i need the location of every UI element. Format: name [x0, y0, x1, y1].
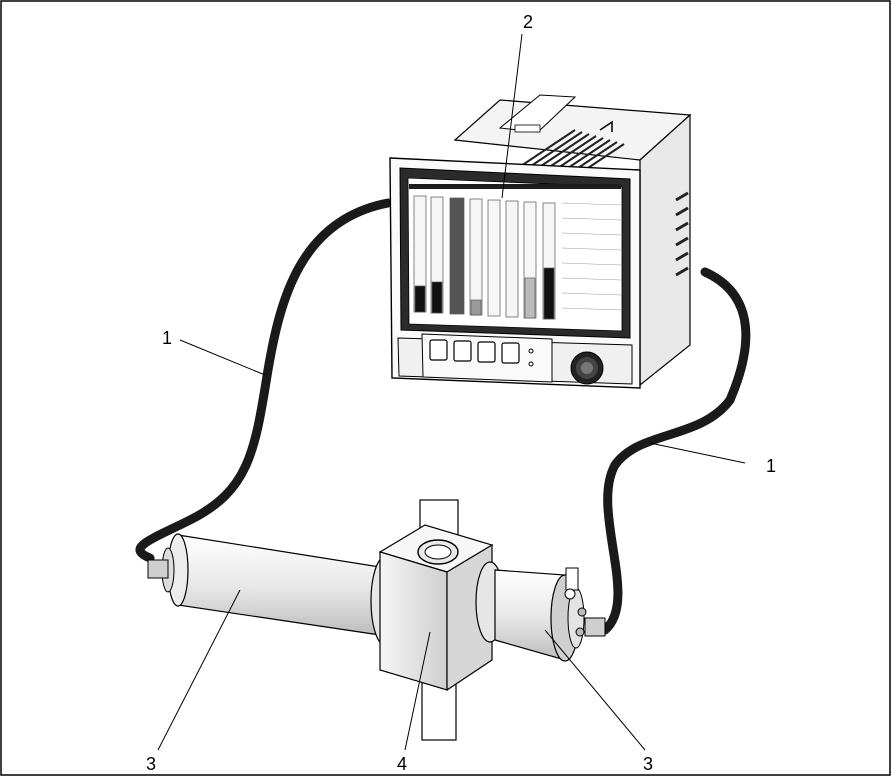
callout-recorder: 2: [523, 12, 533, 32]
recorder-screen: [407, 177, 623, 332]
sensor-left: [147, 533, 400, 646]
recorder-device: [389, 94, 692, 389]
cable-right: [600, 267, 751, 635]
callout-pipe-block: 4: [397, 754, 407, 774]
callout-cable-left: 1: [162, 328, 172, 348]
callout-sensor-left: 3: [146, 754, 156, 774]
bargraph-channels: [413, 195, 556, 320]
value-column: [561, 202, 622, 311]
navigator-knob: [570, 351, 604, 385]
sensor-right: [475, 561, 606, 662]
led-indicator: [528, 348, 534, 354]
front-keys: [429, 339, 520, 364]
callout-cable-right: 1: [766, 456, 776, 476]
vent-slots-side: [675, 191, 689, 277]
pipe-block: [378, 524, 494, 692]
cable-left: [135, 198, 393, 563]
callout-sensor-right: 3: [643, 754, 653, 774]
leader-lines: [157, 33, 746, 751]
